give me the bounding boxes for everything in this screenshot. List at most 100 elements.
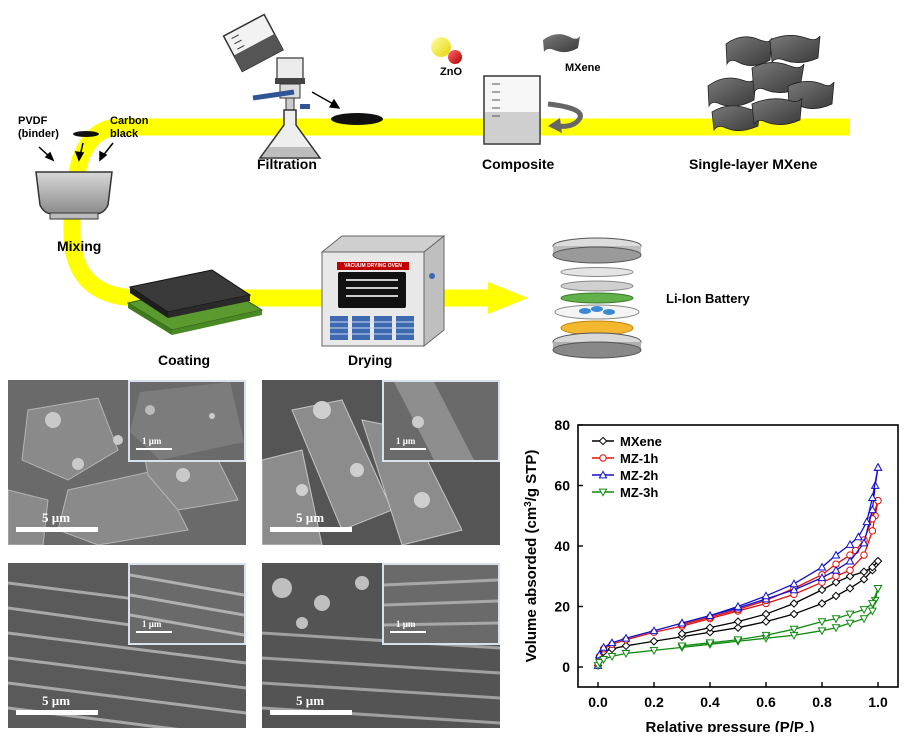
data-point	[853, 532, 863, 541]
x-axis-label: Relative pressure (P/P0)	[646, 719, 815, 732]
data-point	[859, 606, 869, 615]
data-point	[817, 627, 827, 636]
sem-scale-bar	[16, 710, 98, 715]
single-layer-mxene-icon	[707, 35, 835, 132]
sem-scale-text: 5 µm	[42, 510, 71, 525]
process-schematic	[35, 13, 850, 359]
data-point	[831, 624, 841, 633]
y-tick-label: 20	[554, 599, 570, 615]
data-point	[831, 577, 841, 587]
data-point	[733, 601, 743, 610]
y-tick-label: 60	[554, 478, 570, 494]
data-point	[649, 636, 659, 646]
sem-scale-text: 5 µm	[296, 693, 325, 708]
data-point	[873, 462, 883, 471]
sem-inset-scale-text: 1 µm	[396, 436, 416, 446]
series-line-mz-2h-desorption	[681, 467, 879, 624]
data-point	[607, 644, 617, 654]
sem-inset-scale-text: 1 µm	[142, 436, 162, 446]
data-point	[859, 574, 869, 584]
process-path	[63, 118, 850, 307]
data-point	[761, 609, 771, 619]
data-point	[832, 572, 840, 580]
sem-inset-mz-3h: 1 µm	[382, 563, 500, 645]
x-tick-label: 0.0	[588, 694, 608, 710]
data-point	[733, 623, 743, 632]
data-point	[817, 562, 827, 571]
legend-label: MZ-1h	[620, 451, 658, 466]
y-axis-label: Volume absorded (cm3/g STP)	[523, 450, 541, 663]
sem-inset-scale-text: 1 µm	[142, 619, 162, 629]
data-point	[873, 556, 883, 566]
data-point	[599, 656, 609, 665]
data-point	[649, 646, 659, 655]
sem-scale-text: 5 µm	[296, 510, 325, 525]
data-point	[862, 517, 872, 526]
data-point	[677, 642, 687, 651]
composite-label: Composite	[482, 156, 555, 172]
data-point	[598, 470, 608, 479]
data-point	[599, 454, 607, 462]
data-point	[789, 579, 799, 588]
y-tick-label: 40	[554, 538, 570, 554]
plot-frame	[577, 424, 899, 688]
data-point	[677, 629, 687, 639]
filtration-label: Filtration	[257, 156, 317, 172]
coating-label: Coating	[158, 352, 211, 368]
coating-plate-icon	[126, 269, 264, 335]
vacuum-oven-icon	[320, 234, 446, 348]
data-point	[868, 562, 877, 572]
data-point	[817, 618, 827, 627]
data-point	[598, 488, 608, 497]
filter-cake-icon	[331, 113, 383, 125]
data-point	[733, 636, 743, 645]
drying-label: Drying	[348, 352, 393, 368]
data-point	[867, 492, 877, 501]
data-point	[621, 633, 631, 642]
data-point	[845, 571, 855, 581]
mixing-arrows	[38, 142, 114, 162]
data-point	[607, 638, 617, 647]
sem-scale-bar	[270, 527, 352, 532]
x-tick-label: 0.4	[700, 694, 720, 710]
process-arrowhead	[488, 282, 528, 314]
data-point	[817, 585, 827, 595]
data-point	[761, 617, 771, 626]
data-point	[599, 642, 609, 651]
data-point	[705, 623, 715, 632]
data-point	[868, 527, 877, 535]
sem-inset-scale-text: 1 µm	[396, 619, 416, 629]
coin-cell-battery-icon	[552, 237, 642, 359]
data-point	[831, 565, 841, 574]
sem-image-mz-3h: 1 µm 5 µm	[262, 563, 500, 728]
stir-arrow-icon	[547, 101, 583, 129]
data-point	[789, 609, 799, 619]
data-point	[649, 626, 659, 635]
mxene-flake-label: MXene	[565, 62, 601, 74]
data-point	[594, 659, 604, 668]
data-point	[621, 641, 631, 651]
data-point	[859, 538, 869, 547]
sem-inset-mxene: 1 µm	[128, 380, 246, 462]
data-point	[761, 631, 771, 640]
data-point	[845, 610, 855, 619]
sem-scale-bar	[16, 527, 98, 532]
x-tick-label: 1.0	[868, 694, 888, 710]
mixing-label: Mixing	[57, 238, 102, 254]
y-tick-label: 80	[554, 417, 570, 433]
zno-particle-icon	[431, 37, 462, 64]
data-point	[598, 436, 608, 446]
oven-label: VACUUM DRYING OVEN	[344, 263, 402, 269]
data-point	[705, 639, 715, 648]
sem-scale-bar	[270, 710, 352, 715]
data-point	[831, 615, 841, 624]
zno-label: ZnO	[440, 66, 462, 78]
data-point	[677, 618, 687, 627]
sem-scale-text: 5 µm	[42, 693, 71, 708]
sem-inset-mz-1h: 1 µm	[382, 380, 500, 462]
mixing-bowl-icon	[35, 171, 113, 220]
sem-image-mxene: 1 µm 5 µm	[8, 380, 246, 545]
single-layer-mxene-label: Single-layer MXene	[689, 156, 818, 172]
